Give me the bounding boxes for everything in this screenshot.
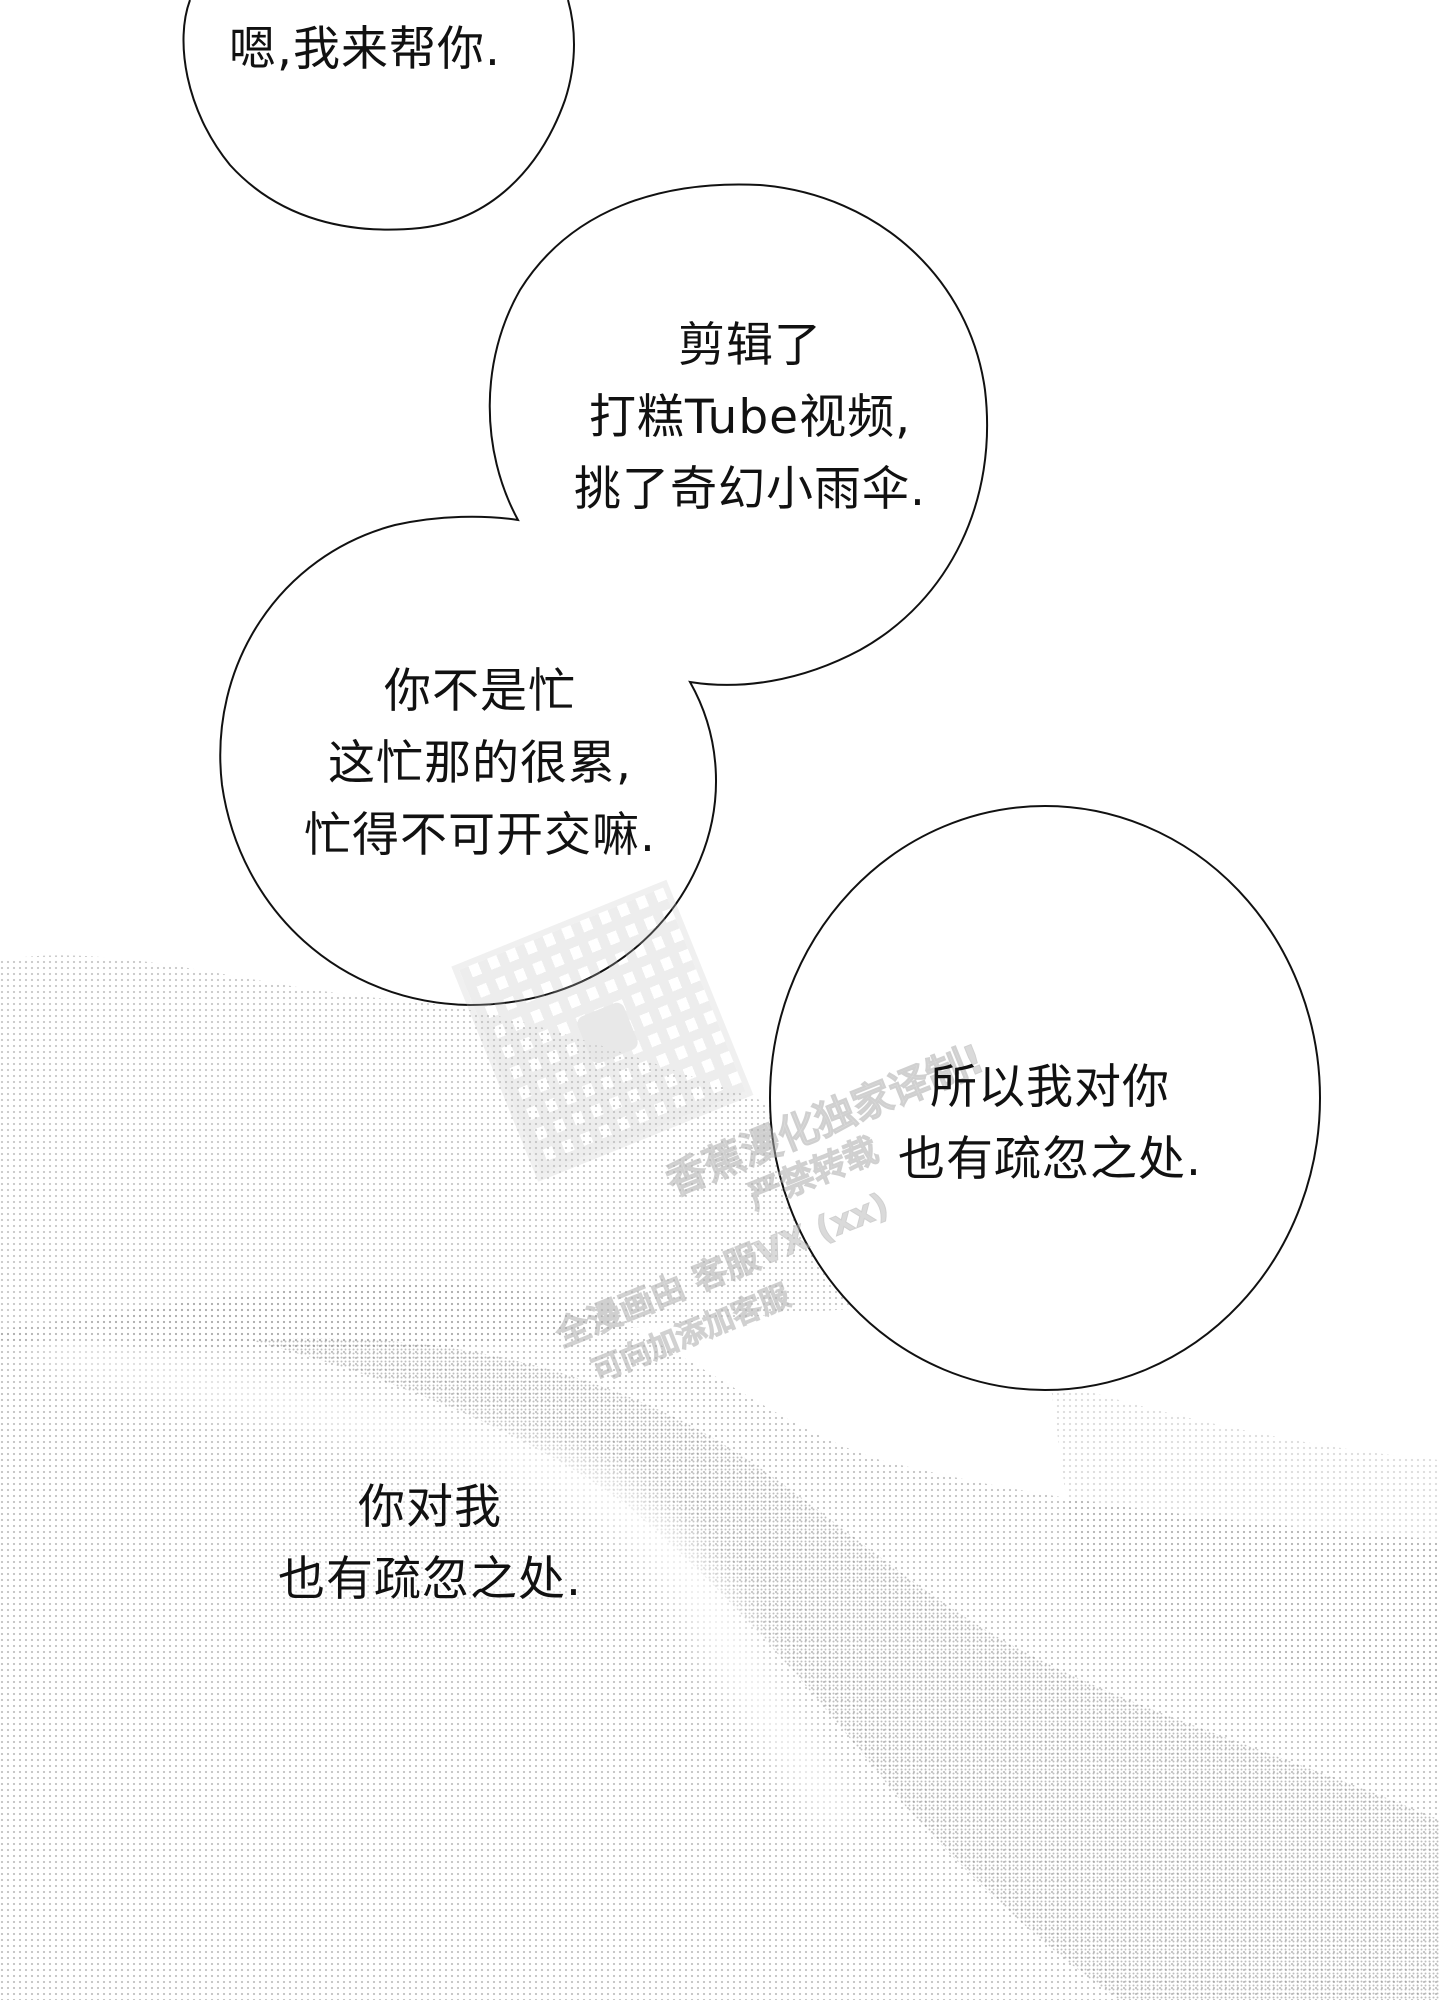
tone-dark-band <box>250 1338 1440 2000</box>
dialogue-line: 挑了奇幻小雨伞. <box>574 462 926 517</box>
bubble-4-text: 所以我对你 也有疏忽之处. <box>860 1052 1240 1196</box>
light-streak <box>40 1340 860 1830</box>
bubble-2-text: 剪辑了 打糕Tube视频, 挑了奇幻小雨伞. <box>530 310 970 526</box>
dialogue-line: 所以我对你 <box>930 1060 1170 1115</box>
bubble-1-outline <box>182 0 575 231</box>
narration-caption: 你对我 也有疏忽之处. <box>240 1472 620 1616</box>
bubble-3-text: 你不是忙 这忙那的很累, 忙得不可开交嘛. <box>260 656 700 872</box>
tone-right-lower <box>1050 1380 1440 1700</box>
bubble-1-text: 嗯,我来帮你. <box>200 14 530 86</box>
dialogue-line: 嗯,我来帮你. <box>229 22 501 77</box>
dialogue-line: 打糕Tube视频, <box>588 390 912 445</box>
dialogue-line: 你不是忙 <box>384 664 576 719</box>
dialogue-line: 这忙那的很累, <box>328 736 632 791</box>
caption-line: 你对我 <box>358 1480 502 1535</box>
dialogue-line: 也有疏忽之处. <box>898 1132 1202 1187</box>
dialogue-line: 剪辑了 <box>678 318 822 373</box>
bubble-4-outline <box>769 805 1321 1391</box>
dialogue-line: 忙得不可开交嘛. <box>304 808 656 863</box>
bubble-2-3-outline <box>219 183 989 1007</box>
caption-line: 也有疏忽之处. <box>278 1552 582 1607</box>
